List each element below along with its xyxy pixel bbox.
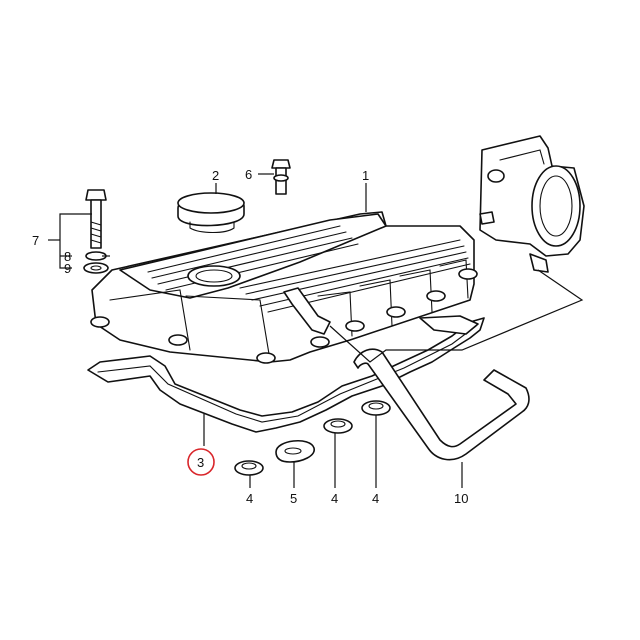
valve-cover[interactable] bbox=[90, 211, 478, 364]
intake-housing[interactable] bbox=[479, 135, 585, 273]
callout-4-left[interactable]: 4 bbox=[246, 491, 253, 506]
leader-lines bbox=[48, 173, 584, 488]
breather-hose[interactable] bbox=[353, 348, 530, 461]
highlight-circle bbox=[187, 448, 215, 476]
callout-7[interactable]: 7 bbox=[32, 233, 39, 248]
callout-4-center[interactable]: 4 bbox=[331, 491, 338, 506]
callout-1[interactable]: 1 bbox=[362, 168, 369, 183]
grommet-4-center[interactable] bbox=[323, 418, 353, 434]
seal-5[interactable] bbox=[275, 440, 315, 463]
washer-9[interactable] bbox=[83, 262, 109, 274]
callout-5[interactable]: 5 bbox=[290, 491, 297, 506]
callout-2[interactable]: 2 bbox=[212, 168, 219, 183]
oil-filler-cap[interactable] bbox=[177, 192, 245, 234]
grommet-4-right[interactable] bbox=[361, 400, 391, 416]
callout-3[interactable]: 3 bbox=[197, 455, 204, 470]
bolt-6[interactable] bbox=[271, 159, 291, 195]
grommet-4-left[interactable] bbox=[234, 460, 264, 476]
callout-10[interactable]: 10 bbox=[454, 491, 468, 506]
callout-6[interactable]: 6 bbox=[245, 167, 252, 182]
breather-fitting[interactable] bbox=[283, 287, 331, 335]
bolt-7[interactable] bbox=[85, 189, 107, 249]
callout-8[interactable]: 8 bbox=[64, 249, 71, 264]
valve-cover-gasket[interactable] bbox=[87, 315, 485, 433]
callout-9[interactable]: 9 bbox=[64, 261, 71, 276]
callout-4-right[interactable]: 4 bbox=[372, 491, 379, 506]
